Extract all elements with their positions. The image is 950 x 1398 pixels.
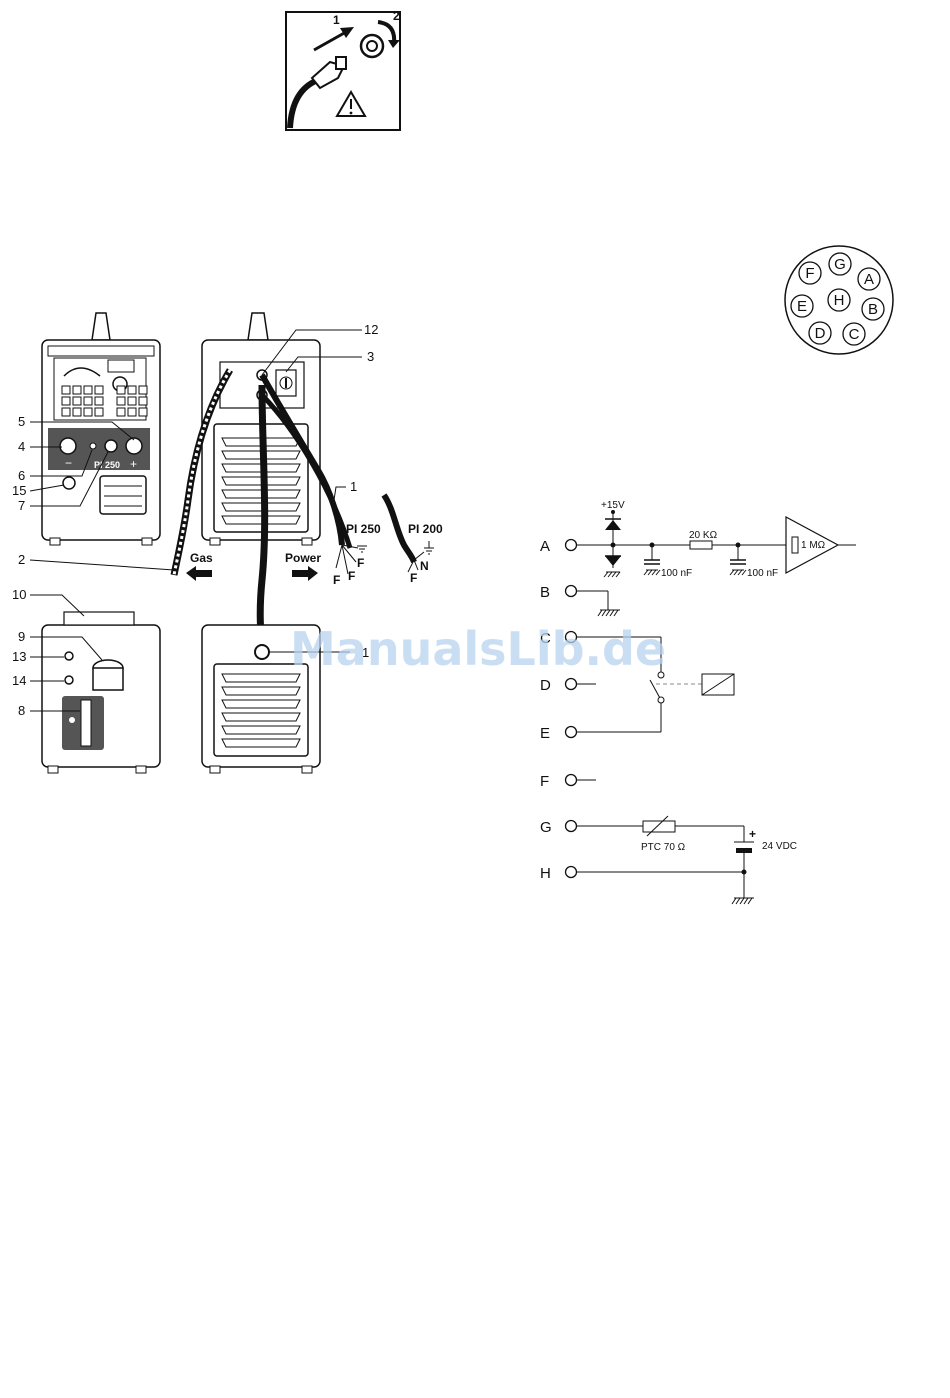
callout-10: 10 bbox=[12, 587, 26, 602]
connector-pin-label: C bbox=[849, 326, 860, 343]
connector-pin-label: H bbox=[834, 292, 845, 309]
pi250-wire-2: F bbox=[348, 569, 355, 583]
battery-label: 24 VDC bbox=[762, 841, 797, 852]
schematic-terminal bbox=[566, 775, 577, 786]
power-arrow-icon bbox=[292, 566, 318, 581]
supply-label: +15V bbox=[601, 500, 625, 511]
machine-rear-view bbox=[174, 313, 350, 652]
connector-pin-label: B bbox=[868, 301, 878, 318]
power-flow: Power bbox=[285, 551, 321, 581]
step-2-label: 2 bbox=[393, 9, 400, 23]
amp-input-label: 1 MΩ bbox=[801, 540, 826, 551]
callout-3: 3 bbox=[367, 349, 374, 364]
machine-side-view bbox=[42, 612, 160, 773]
schematic-pin-label-h: H bbox=[540, 865, 551, 882]
callout-6: 6 bbox=[18, 468, 25, 483]
callout-4: 4 bbox=[18, 439, 25, 454]
schematic-pin-label-g: G bbox=[540, 819, 552, 836]
minus-socket-icon bbox=[60, 438, 76, 454]
ptc-label: PTC 70 Ω bbox=[641, 842, 686, 853]
ptc-resistor-icon bbox=[643, 821, 675, 832]
callout-13: 13 bbox=[12, 649, 26, 664]
control-socket-icon bbox=[105, 440, 117, 452]
step-1-label: 1 bbox=[333, 13, 340, 27]
gas-flow: Gas bbox=[186, 551, 213, 581]
schematic-terminal bbox=[566, 727, 577, 738]
callout-9: 9 bbox=[18, 629, 25, 644]
callout-7: 7 bbox=[18, 498, 25, 513]
diode-1-icon bbox=[605, 520, 621, 530]
minus-sign: − bbox=[65, 456, 72, 470]
connector-pin-label: E bbox=[797, 298, 807, 315]
schematic-pin-label-b: B bbox=[540, 584, 550, 601]
callout-1: 1 bbox=[350, 479, 357, 494]
cap2-label: 100 nF bbox=[747, 568, 778, 579]
connector-pinout: F G A E H B D C bbox=[785, 246, 893, 354]
pi250-wire-1: F bbox=[357, 556, 364, 570]
watermark: ManualsLib.de bbox=[290, 622, 666, 676]
schematic-terminal bbox=[566, 821, 577, 832]
battery-icon bbox=[736, 848, 752, 853]
battery-plus: + bbox=[749, 827, 756, 841]
handle-bracket bbox=[64, 612, 134, 625]
coolant-outlet-icon bbox=[65, 652, 73, 660]
plus-sign: + bbox=[130, 457, 137, 471]
torch-connection-figure: 1 2 bbox=[286, 9, 400, 130]
connector-pin-label: A bbox=[864, 271, 874, 288]
pi250-title: PI 250 bbox=[346, 522, 381, 536]
connector-pin-label: D bbox=[815, 325, 826, 342]
gas-arrow-icon bbox=[186, 566, 212, 581]
gas-label: Gas bbox=[190, 551, 213, 565]
callout-5: 5 bbox=[18, 414, 25, 429]
resistor-label: 20 KΩ bbox=[689, 530, 718, 541]
gas-outlet-icon bbox=[90, 443, 96, 449]
remote-socket-icon bbox=[63, 477, 75, 489]
connector-pin-label: G bbox=[834, 256, 846, 273]
plus-socket-icon bbox=[126, 438, 142, 454]
callout-15: 15 bbox=[12, 483, 26, 498]
pi200-wire-f: F bbox=[410, 571, 417, 585]
callout-2: 2 bbox=[18, 552, 25, 567]
callout-12: 12 bbox=[364, 322, 378, 337]
front-grille bbox=[100, 476, 146, 514]
callout-8: 8 bbox=[18, 703, 25, 718]
schematic-pin-label-a: A bbox=[540, 538, 550, 555]
pi200-title: PI 200 bbox=[408, 522, 443, 536]
power-label: Power bbox=[285, 551, 321, 565]
pi200-cable-end: PI 200 N F bbox=[384, 495, 443, 585]
callout-14: 14 bbox=[12, 673, 26, 688]
pi200-wire-n: N bbox=[420, 559, 429, 573]
schematic-pin-label-d: D bbox=[540, 677, 551, 694]
coolant-return-icon bbox=[65, 676, 73, 684]
cap1-label: 100 nF bbox=[661, 568, 692, 579]
schematic-terminal bbox=[566, 867, 577, 878]
pi250-wire-3: F bbox=[333, 573, 340, 587]
schematic-terminal bbox=[566, 540, 577, 551]
connector-pin-label: F bbox=[805, 265, 814, 282]
schematic-pin-label-e: E bbox=[540, 725, 550, 742]
machine-front-view: − + PI 250 bbox=[42, 313, 160, 545]
schematic-pin-label-f: F bbox=[540, 773, 549, 790]
model-badge: PI 250 bbox=[94, 460, 120, 470]
diode-2-icon bbox=[605, 556, 621, 566]
resistor-20k-icon bbox=[690, 541, 712, 549]
schematic-terminal bbox=[566, 586, 577, 597]
schematic-terminal bbox=[566, 679, 577, 690]
